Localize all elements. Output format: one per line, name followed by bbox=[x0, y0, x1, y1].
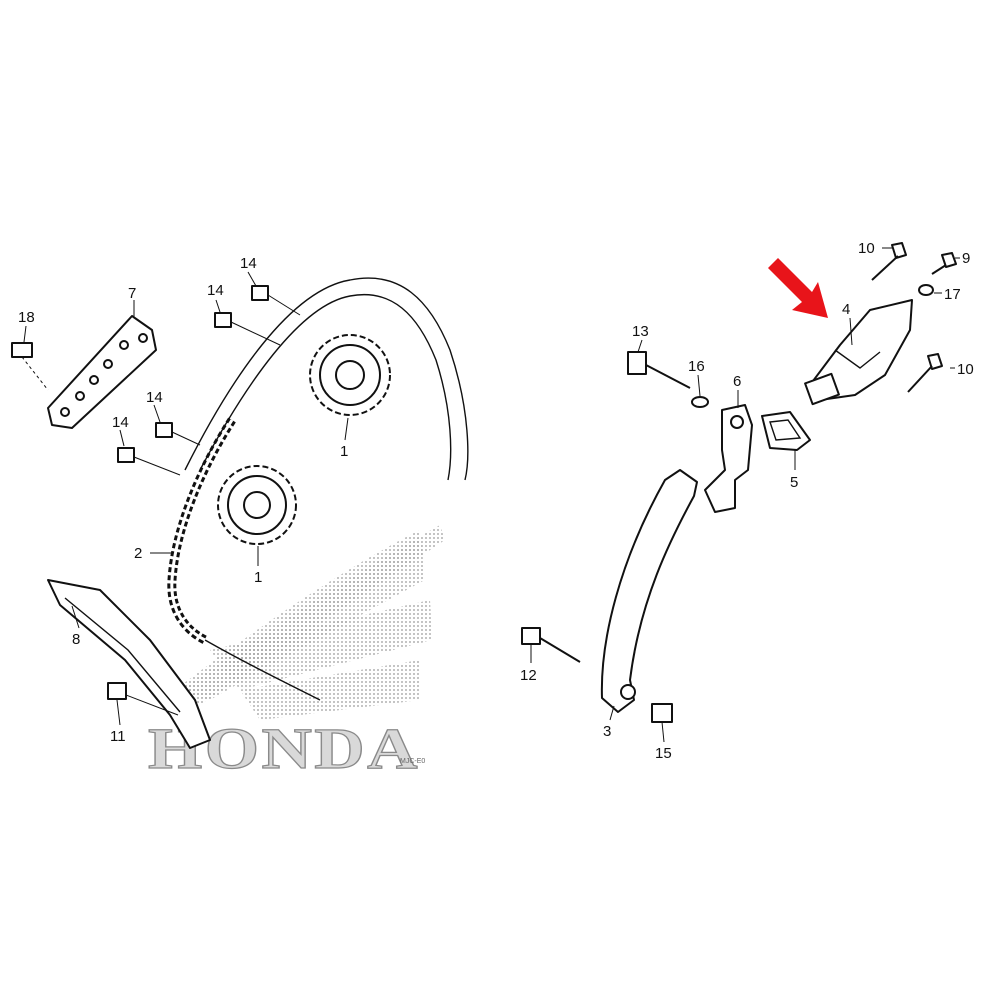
callout-14: 14 bbox=[146, 389, 163, 406]
bolt-12 bbox=[521, 627, 581, 663]
highlight-arrow bbox=[768, 258, 828, 318]
callout-4: 4 bbox=[842, 301, 850, 318]
callout-1: 1 bbox=[254, 569, 262, 586]
bolt-15 bbox=[651, 703, 673, 723]
callout-5: 5 bbox=[790, 474, 798, 491]
callout-10: 10 bbox=[957, 361, 974, 378]
bolt-9 bbox=[931, 252, 957, 275]
chain-outline-inner bbox=[199, 294, 452, 481]
callout-14: 14 bbox=[240, 255, 257, 272]
callout-15: 15 bbox=[655, 745, 672, 762]
cam-chain bbox=[167, 417, 236, 645]
bolt-14-mid bbox=[155, 422, 201, 446]
bolt-10-upper bbox=[871, 242, 907, 281]
bracket-plate bbox=[47, 315, 157, 429]
cam-sprocket-upper bbox=[309, 334, 391, 416]
chain-guide-8 bbox=[47, 579, 211, 749]
tensioner-lifter-4 bbox=[804, 299, 913, 406]
callout-2: 2 bbox=[134, 545, 142, 562]
washer-16 bbox=[691, 396, 709, 408]
figure-code: MJC-E0 bbox=[400, 758, 425, 765]
callout-9: 9 bbox=[962, 250, 970, 267]
bolt-11 bbox=[107, 682, 179, 716]
callout-12: 12 bbox=[520, 667, 537, 684]
bolt-10-lower bbox=[907, 353, 943, 393]
callout-10: 10 bbox=[858, 240, 875, 257]
callout-7: 7 bbox=[128, 285, 136, 302]
bolt-14-lower bbox=[117, 447, 181, 476]
callout-6: 6 bbox=[733, 373, 741, 390]
cam-sprocket-lower bbox=[217, 465, 297, 545]
callout-11: 11 bbox=[110, 728, 126, 745]
callout-14: 14 bbox=[207, 282, 224, 299]
pivot-bracket-6 bbox=[704, 404, 753, 513]
callout-3: 3 bbox=[603, 723, 611, 740]
callout-1: 1 bbox=[340, 443, 348, 460]
callout-labels: 18 7 14 14 14 14 1 1 2 8 11 13 16 6 5 4 … bbox=[18, 240, 974, 762]
callout-13: 13 bbox=[632, 323, 649, 340]
tensioner-arm-3 bbox=[600, 469, 698, 713]
chain-outline-outer bbox=[184, 277, 469, 481]
bolt-14-upper-left bbox=[214, 312, 281, 346]
bolt-13 bbox=[627, 351, 691, 389]
chain-lower-line bbox=[204, 639, 321, 701]
bolt-14-upper-right bbox=[251, 285, 301, 316]
callout-8: 8 bbox=[72, 631, 80, 648]
callout-18: 18 bbox=[18, 309, 35, 326]
washer-17 bbox=[918, 284, 934, 296]
callout-17: 17 bbox=[944, 286, 961, 303]
leader-lines bbox=[23, 247, 960, 743]
gasket-5 bbox=[761, 411, 811, 451]
callout-16: 16 bbox=[688, 358, 705, 375]
callout-14: 14 bbox=[112, 414, 129, 431]
bolt-18 bbox=[11, 342, 49, 391]
